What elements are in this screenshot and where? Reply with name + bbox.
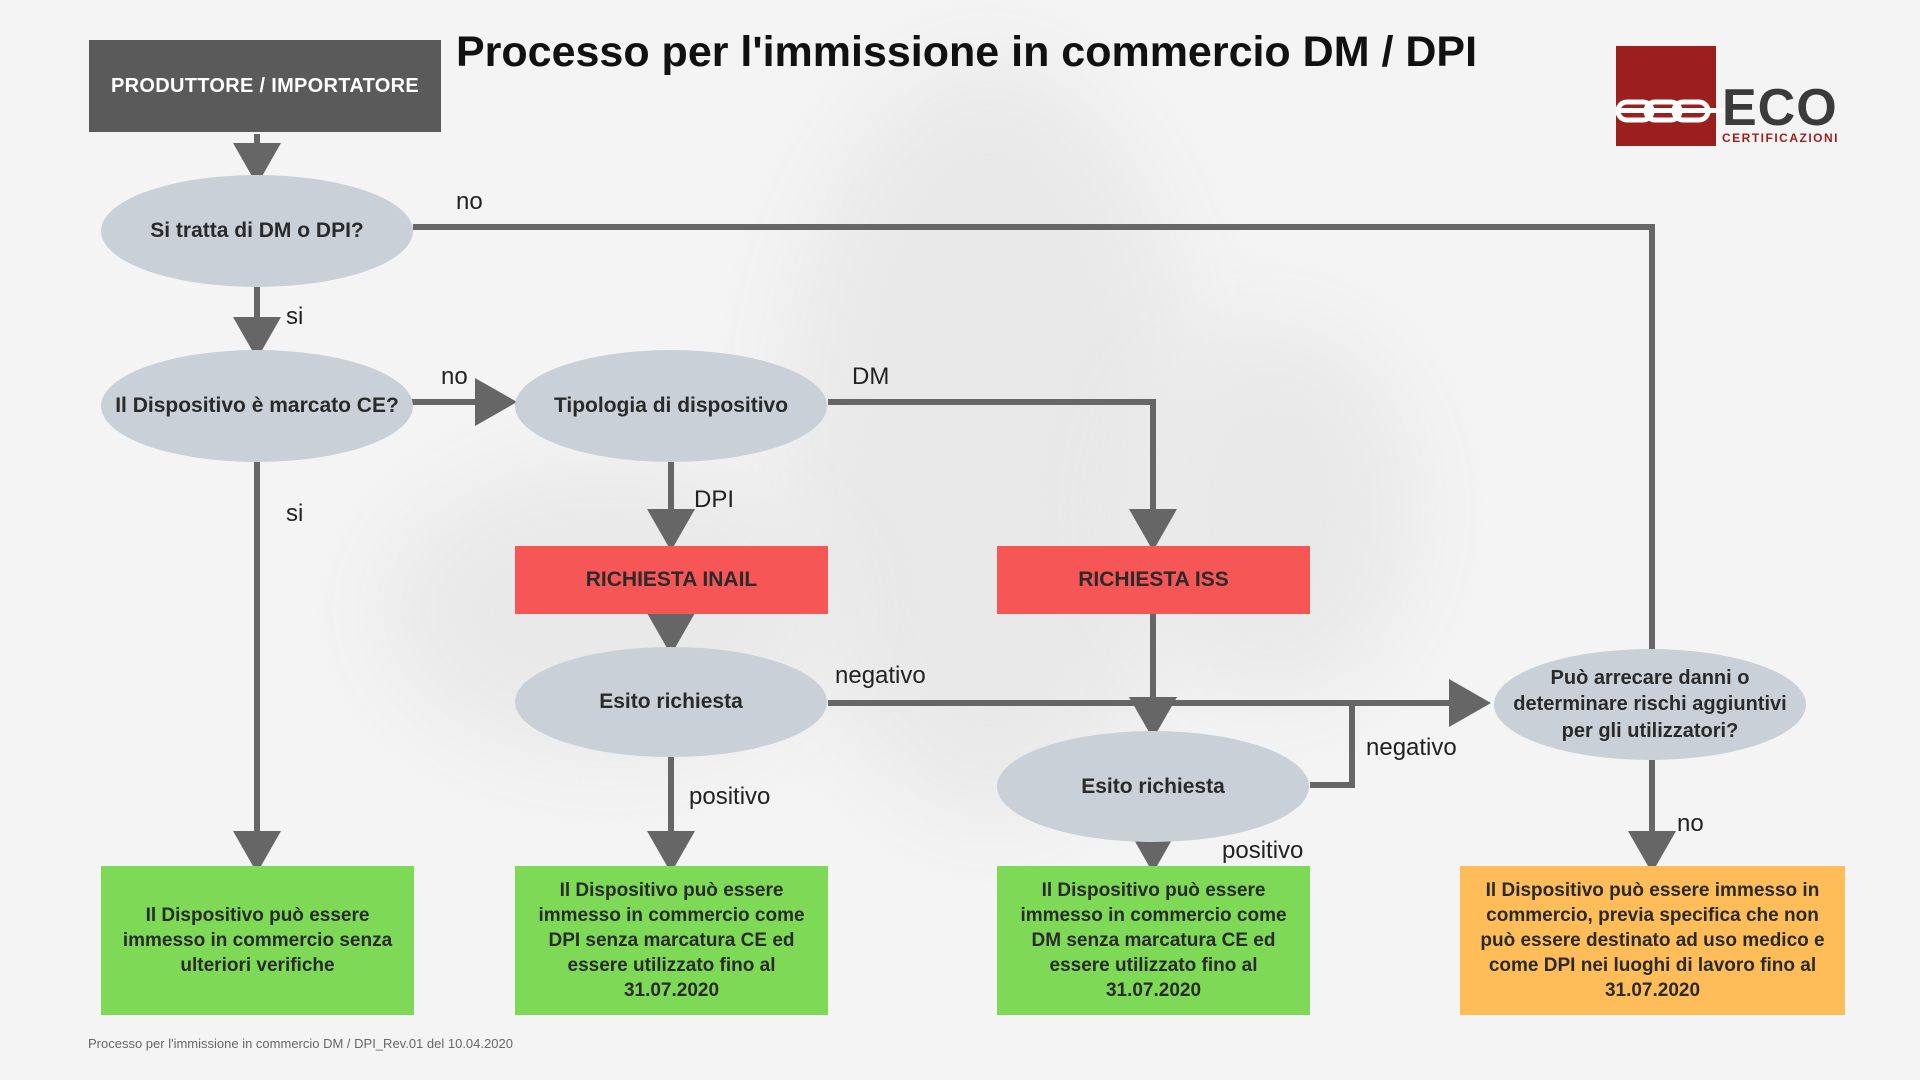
outcome-iss-decision: Esito richiesta bbox=[997, 731, 1309, 842]
footer-note: Processo per l'immissione in commercio D… bbox=[88, 1036, 513, 1051]
arrow-esito-iss-negativo-to-danni bbox=[1310, 703, 1355, 788]
arrow-dm-dpi-no-to-danni bbox=[413, 224, 1655, 652]
arrow-tipologia-dm-to-iss bbox=[828, 399, 1177, 551]
edge-label-positivo: positivo bbox=[689, 783, 771, 810]
edge-label-positivo: positivo bbox=[1222, 837, 1304, 864]
edge-label-si: si bbox=[286, 303, 304, 330]
decision-ce-marked: Il Dispositivo è marcato CE? bbox=[101, 350, 413, 462]
result-dpi-no-ce: Il Dispositivo può essere immesso in com… bbox=[515, 866, 828, 1015]
start-node: PRODUTTORE / IMPORTATORE bbox=[89, 40, 441, 132]
edge-label-negativo: negativo bbox=[835, 662, 926, 689]
request-iss-box: RICHIESTA ISS bbox=[997, 546, 1310, 614]
logo-subtitle: CERTIFICAZIONI bbox=[1722, 131, 1839, 145]
chain-icon bbox=[1616, 99, 1724, 123]
edge-label-dpi: DPI bbox=[694, 486, 735, 513]
edge-label-dm: DM bbox=[852, 363, 890, 390]
decision-dm-dpi: Si tratta di DM o DPI? bbox=[101, 175, 413, 287]
eco-certificazioni-logo: ECO CERTIFICAZIONI bbox=[1616, 46, 1870, 148]
edge-label-negativo: negativo bbox=[1366, 734, 1457, 761]
logo-red-square bbox=[1616, 46, 1716, 146]
decision-device-type: Tipologia di dispositivo bbox=[515, 350, 827, 462]
edge-label-si: si bbox=[286, 500, 304, 527]
request-inail-box: RICHIESTA INAIL bbox=[515, 546, 828, 614]
edge-label-no: no bbox=[456, 188, 483, 215]
edge-label-no: no bbox=[441, 363, 468, 390]
result-ce-marked: Il Dispositivo può essere immesso in com… bbox=[101, 866, 414, 1015]
outcome-inail-decision: Esito richiesta bbox=[515, 647, 827, 757]
result-dm-no-ce: Il Dispositivo può essere immesso in com… bbox=[997, 866, 1310, 1015]
edge-label-no: no bbox=[1677, 810, 1704, 837]
result-restricted-use: Il Dispositivo può essere immesso in com… bbox=[1460, 866, 1845, 1015]
page-title: Processo per l'immissione in commercio D… bbox=[456, 28, 1478, 76]
logo-wordmark: ECO bbox=[1722, 79, 1838, 137]
decision-additional-risks: Può arrecare danni o determinare rischi … bbox=[1494, 649, 1806, 760]
